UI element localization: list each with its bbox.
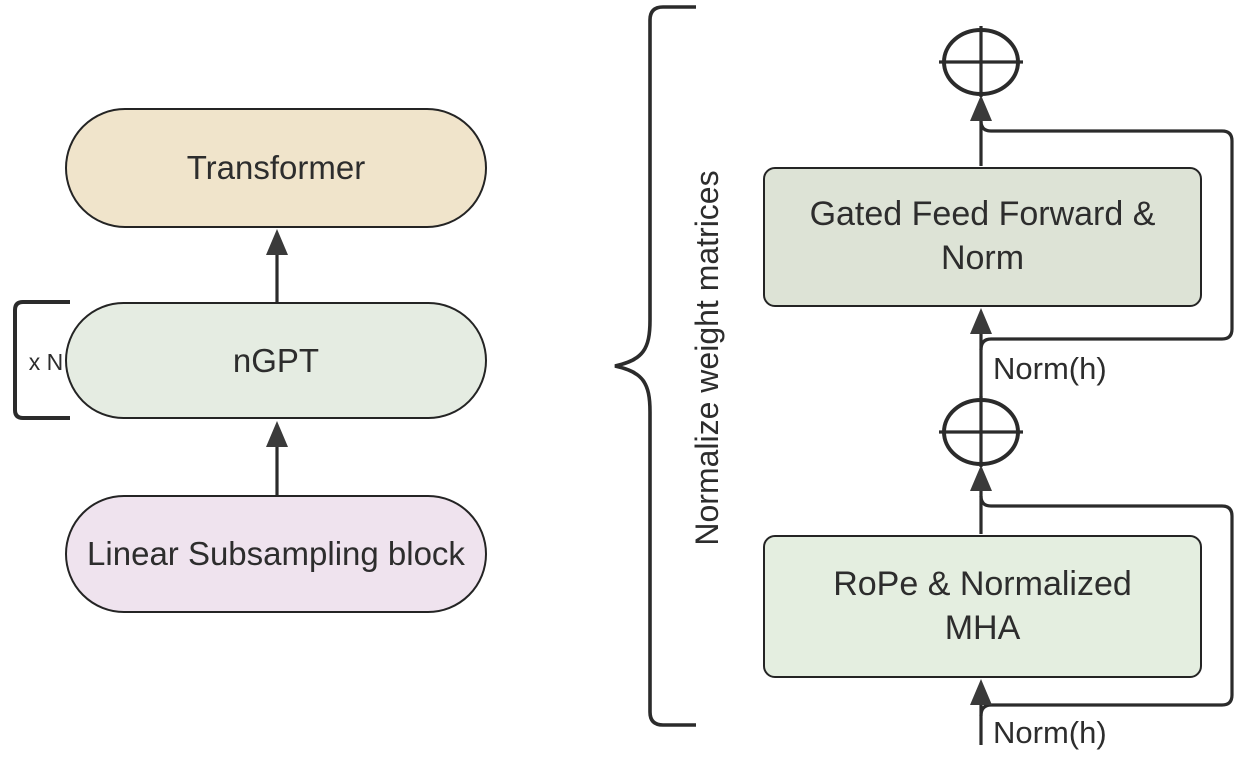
norm-h-label-top: Norm(h) bbox=[993, 351, 1107, 386]
repeat-bracket bbox=[13, 300, 70, 420]
transformer-box: Transformer bbox=[65, 108, 487, 228]
flow-arrow-ngpt-to-transformer bbox=[266, 229, 288, 303]
rope-normalized-mha-label: RoPe & Normalized MHA bbox=[833, 564, 1132, 647]
add-circle-icon-bottom bbox=[939, 396, 1023, 467]
curly-brace-icon bbox=[614, 5, 696, 727]
gated-feed-forward-norm-label: Gated Feed Forward & Norm bbox=[809, 195, 1156, 277]
transformer-box-label: Transformer bbox=[186, 149, 366, 186]
ngpt-box: nGPT bbox=[65, 302, 487, 419]
repeat-count-label: x N bbox=[28, 349, 64, 375]
flow-arrow-lsb-to-ngpt bbox=[266, 421, 288, 496]
linear-subsampling-box: Linear Subsampling block bbox=[65, 495, 487, 613]
brace-annotation-label: Normalize weight matrices bbox=[689, 170, 725, 546]
norm-h-label-bottom: Norm(h) bbox=[993, 715, 1107, 750]
residual-connectors-bottom bbox=[970, 465, 1234, 745]
linear-subsampling-box-label: Linear Subsampling block bbox=[87, 535, 465, 572]
rope-normalized-mha-box: RoPe & Normalized MHA bbox=[763, 535, 1202, 678]
gated-feed-forward-norm-box: Gated Feed Forward & Norm bbox=[763, 167, 1202, 307]
ngpt-box-label: nGPT bbox=[232, 341, 320, 379]
add-circle-icon-top bbox=[939, 26, 1023, 97]
residual-connectors-top bbox=[970, 95, 1234, 399]
